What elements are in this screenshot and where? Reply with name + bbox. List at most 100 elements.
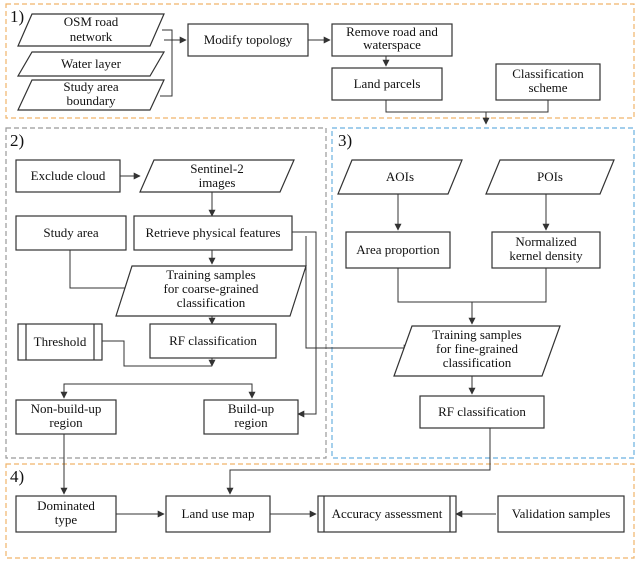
svg-text:RF classification: RF classification — [438, 404, 526, 419]
svg-text:RF classification: RF classification — [169, 333, 257, 348]
pois-label: POIs — [537, 169, 563, 184]
area-proportion-node: Area proportion — [345, 231, 451, 269]
panel-1 — [5, 3, 635, 119]
classification-scheme-line-2: scheme — [529, 80, 568, 95]
accuracy-assessment-node: Accuracy assessment — [317, 495, 457, 533]
accuracy-assessment-label: Accuracy assessment — [332, 506, 443, 521]
svg-text:Area proportion: Area proportion — [356, 242, 440, 257]
panel-1-label: 1) — [10, 7, 24, 26]
svg-text:Modify topology: Modify topology — [204, 32, 293, 47]
svg-text:Accuracy assessment: Accuracy assessment — [332, 506, 443, 521]
dominated-type-line-1: Dominated — [37, 498, 95, 513]
training-coarse-line-2: for coarse-grained — [164, 281, 259, 296]
modify-topology-node: Modify topology — [187, 23, 309, 57]
edge-osm-connector — [160, 29, 173, 97]
remove-road-line-1: Remove road and — [346, 24, 438, 39]
edge-area-to-fine — [397, 268, 547, 303]
threshold-node: Threshold — [17, 323, 103, 361]
exclude-cloud-node: Exclude cloud — [15, 159, 121, 193]
osm-road-line-1: OSM road — [64, 14, 119, 29]
area-proportion-label: Area proportion — [356, 242, 440, 257]
remove-road-line-2: waterspace — [363, 37, 421, 52]
exclude-cloud-label: Exclude cloud — [31, 168, 106, 183]
edge-rf2-to-landuse — [226, 426, 491, 495]
study-area-label: Study area — [43, 225, 98, 240]
study-area-node: Study area — [15, 215, 127, 251]
svg-text:Land use map: Land use map — [182, 506, 255, 521]
water-layer-node: Water layer — [16, 51, 166, 77]
osm-road-line-2: network — [70, 29, 113, 44]
training-fine-line-2: for fine-grained — [436, 341, 518, 356]
normalized-kd-line-1: Normalized — [515, 234, 577, 249]
study-area-boundary-line-1: Study area — [63, 79, 118, 94]
sentinel2-line-2: images — [199, 175, 236, 190]
land-use-map-label: Land use map — [182, 506, 255, 521]
edge-studyarea-to-training — [69, 250, 126, 289]
training-coarse-line-1: Training samples — [166, 267, 255, 282]
aois-label: AOIs — [386, 169, 414, 184]
build-up-line-1: Build-up — [228, 401, 274, 416]
panel-2-label: 2) — [10, 131, 24, 150]
build-up-line-2: region — [234, 415, 268, 430]
edge-threshold-to-split — [100, 340, 212, 367]
non-build-up-line-2: region — [49, 415, 83, 430]
panel-4-label: 4) — [10, 467, 24, 486]
classification-scheme-line-1: Classification — [512, 66, 584, 81]
svg-text:Water layer: Water layer — [61, 56, 122, 71]
modify-topology-label: Modify topology — [204, 32, 293, 47]
validation-samples-label: Validation samples — [512, 506, 611, 521]
svg-text:AOIs: AOIs — [386, 169, 414, 184]
edge-scheme-to-junction — [486, 100, 549, 113]
edges — [60, 29, 550, 518]
normalized-kd-line-2: kernel density — [509, 248, 583, 263]
rf-classification-2-node: RF classification — [419, 395, 545, 429]
study-area-boundary-line-2: boundary — [66, 93, 116, 108]
edge-panel1-to-panel3 — [385, 100, 490, 125]
land-parcels-node: Land parcels — [331, 67, 443, 101]
validation-samples-node: Validation samples — [497, 495, 625, 533]
svg-text:POIs: POIs — [537, 169, 563, 184]
svg-text:Land parcels: Land parcels — [354, 76, 421, 91]
rf-classification-2-label: RF classification — [438, 404, 526, 419]
panel-4 — [5, 463, 635, 559]
panel-3 — [331, 127, 635, 459]
land-parcels-label: Land parcels — [354, 76, 421, 91]
land-use-map-node: Land use map — [165, 495, 271, 533]
sentinel2-line-1: Sentinel-2 — [190, 161, 243, 176]
training-fine-line-1: Training samples — [432, 327, 521, 342]
retrieve-features-node: Retrieve physical features — [133, 215, 293, 251]
training-coarse-line-3: classification — [177, 295, 246, 310]
rf-classification-1-node: RF classification — [149, 323, 277, 359]
panel-2 — [5, 127, 327, 459]
svg-text:Retrieve physical features: Retrieve physical features — [146, 225, 281, 240]
svg-text:Exclude cloud: Exclude cloud — [31, 168, 106, 183]
non-build-up-line-1: Non-build-up — [31, 401, 102, 416]
threshold-label: Threshold — [34, 334, 87, 349]
water-layer-label: Water layer — [61, 56, 122, 71]
aois-node: AOIs — [337, 159, 463, 195]
svg-text:Study area: Study area — [43, 225, 98, 240]
panel-3-label: 3) — [338, 131, 352, 150]
edge-retrieve-to-build — [292, 231, 317, 418]
edge-retrieve-to-fine — [305, 236, 411, 352]
rf-classification-1-label: RF classification — [169, 333, 257, 348]
